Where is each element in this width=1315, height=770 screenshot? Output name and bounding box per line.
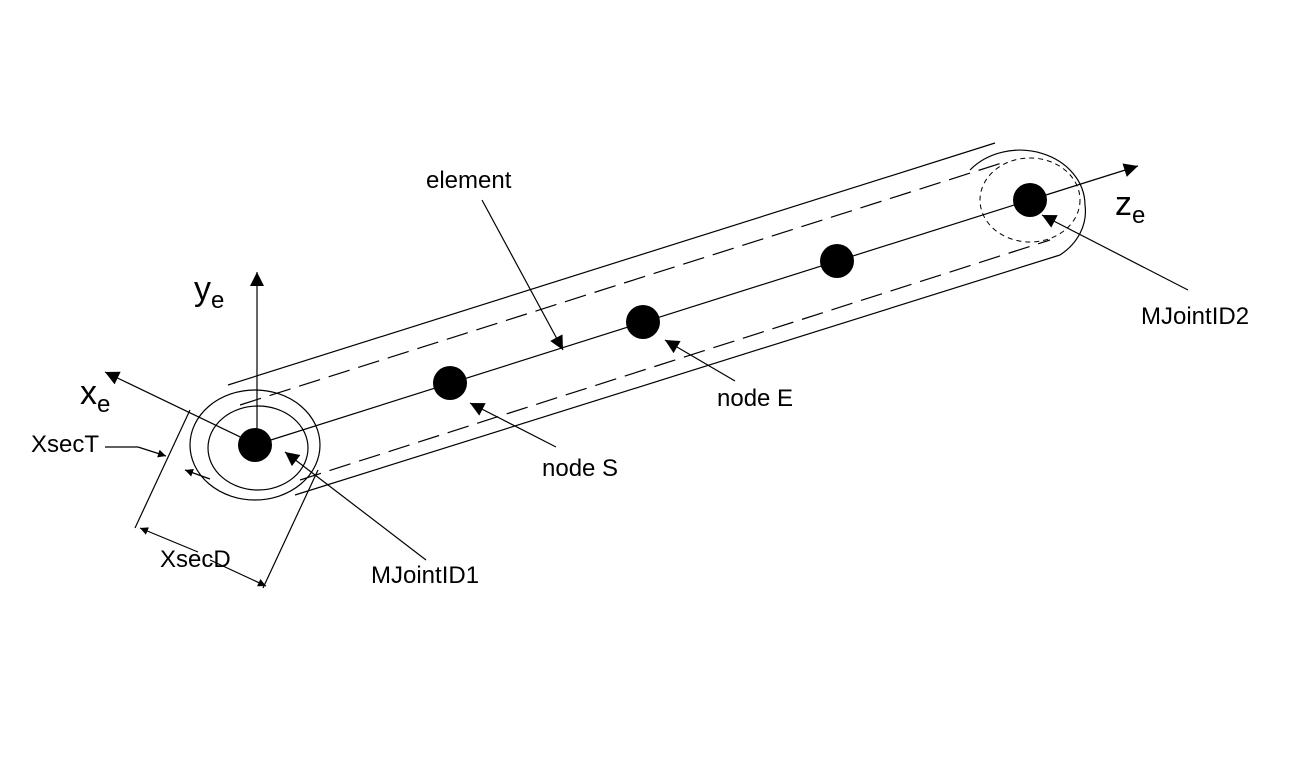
xsect-dimension: [105, 446, 211, 480]
z-axis: [1029, 163, 1139, 201]
element-leader: [481, 199, 564, 351]
node-e-leader: [664, 339, 736, 382]
node-s-leader: [469, 402, 557, 448]
tube-outer: [189, 142, 1087, 501]
mjoint2-node: [1013, 183, 1047, 217]
x-axis: [104, 371, 258, 446]
mjoint1-leader: [284, 451, 427, 561]
mjoint1-node: [238, 428, 272, 462]
node-s-label: node S: [542, 455, 618, 482]
x-axis-label: xe: [80, 374, 110, 418]
mjoint2-leader: [1041, 214, 1189, 291]
tube-inner: [207, 157, 1081, 491]
xsect-label: XsecT: [31, 431, 99, 458]
mjoint1-label: MJointID1: [371, 562, 479, 589]
node-s: [433, 366, 467, 400]
element-label: element: [426, 167, 512, 194]
z-axis-label: ze: [1115, 185, 1145, 229]
node-e: [626, 305, 660, 339]
xsecd-dimension: [134, 409, 319, 589]
mjoint2-label: MJointID2: [1141, 303, 1249, 330]
xsecd-label: XsecD: [160, 546, 231, 573]
intermediate-node: [820, 244, 854, 278]
node-e-label: node E: [717, 385, 793, 412]
y-axis-label: ye: [194, 270, 224, 314]
